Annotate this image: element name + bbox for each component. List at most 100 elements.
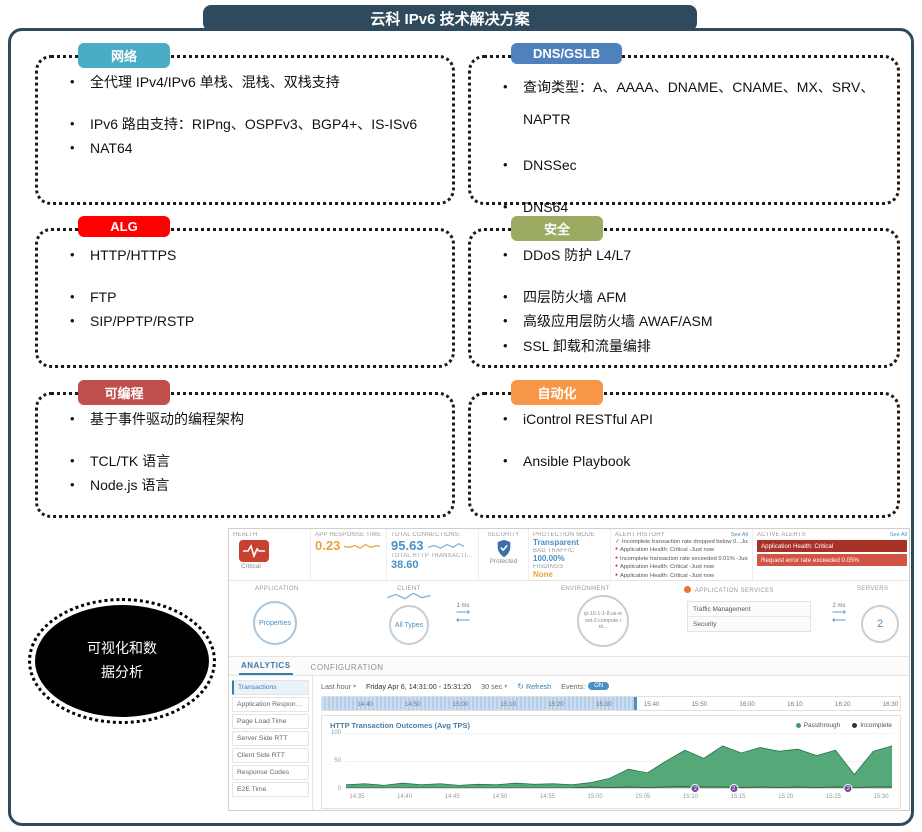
event-marker[interactable]: 2 (690, 784, 700, 793)
analytics-main: Last hour ▾ Friday Apr 6, 14:31:00 - 15:… (313, 676, 909, 810)
feature-item: 高级应用层防火墙 AWAF/ASM (503, 311, 883, 333)
slide-title: 云科 IPv6 技术解决方案 (370, 10, 530, 28)
timeline-tick: 15:40 (643, 700, 660, 708)
timeline-tick: 15:20 (548, 700, 564, 708)
response-time-sparkline (344, 543, 381, 549)
x-tick-label: 15:05 (635, 794, 651, 800)
service-item-traffic-management[interactable]: Traffic Management (688, 602, 810, 617)
sidebar-item-e2e-time[interactable]: E2E Time (232, 782, 309, 797)
refresh-button[interactable]: ↻ Refresh (517, 682, 551, 691)
dashboard-tabs: ANALYTICS CONFIGURATION (229, 657, 909, 676)
legend-dot-icon (852, 722, 858, 728)
servers-node[interactable]: 2 (861, 605, 899, 643)
legend-label: Passthrough (803, 721, 841, 729)
protection-mode-value: Transparent (533, 538, 579, 547)
client-node[interactable]: All Types (389, 605, 429, 645)
timeline-tick: 14:50 (405, 700, 421, 708)
arrow-left-icon: ⟵ (455, 615, 471, 626)
feature-tab-network: 网络 (78, 43, 170, 68)
sidebar-item-transactions[interactable]: Transactions (232, 680, 309, 695)
events-label: Events: (561, 681, 586, 691)
events-control: Events: ON (561, 681, 610, 691)
feature-tab-security: 安全 (511, 216, 603, 241)
servers-node-label: 2 (876, 618, 884, 630)
timeline-tick: 15:00 (452, 700, 469, 708)
feature-box-automation: 自动化 iControl RESTful API Ansible Playboo… (468, 380, 900, 518)
timeline-selection[interactable] (322, 697, 635, 710)
analytics-dashboard: HEALTH Critical APP RESPONSE TIME 0.23 T… (228, 528, 910, 811)
security-status: Protected (489, 558, 518, 565)
tab-analytics[interactable]: ANALYTICS (239, 658, 293, 675)
active-alerts-see-all-link[interactable]: See All (889, 532, 907, 538)
feature-item: NAT64 (70, 138, 438, 160)
environment-node[interactable]: ip-10-1-1-8.us-west-2.compute.int... (577, 595, 629, 647)
feature-list: 全代理 IPv4/IPv6 单栈、混栈、双栈支持 IPv6 路由支持：RIPng… (38, 72, 452, 160)
interval-select[interactable]: 30 sec ▾ (481, 682, 507, 691)
alert-dot-icon: ● (615, 571, 619, 578)
feature-item: Ansible Playbook (503, 451, 883, 473)
timeline-tick: 16:10 (787, 700, 803, 708)
x-tick-label: 15:15 (730, 794, 746, 800)
client-environment-link: 1 ms ⟶ ⟵ (435, 603, 491, 626)
alert-history-text: Incomplete transaction rate dropped belo… (621, 539, 748, 545)
dashboard-summary-bar: HEALTH Critical APP RESPONSE TIME 0.23 T… (229, 529, 909, 581)
environment-header: ENVIRONMENT (561, 586, 610, 592)
timeline-tick: 15:50 (691, 700, 708, 708)
protection-section: PROTECTION MODE Transparent BAD TRAFFIC … (529, 529, 611, 580)
chart-panel: HTTP Transaction Outcomes (Avg TPS) Pass… (321, 715, 901, 809)
range-select[interactable]: Last hour ▾ (321, 682, 356, 691)
feature-tab-automation: 自动化 (511, 380, 603, 405)
feature-item: 四层防火墙 AFM (503, 287, 883, 309)
timeline-tick: 15:30 (596, 700, 612, 708)
alert-history-item: ✓Incomplete transaction rate dropped bel… (615, 538, 748, 546)
app-response-time-section: APP RESPONSE TIME 0.23 (311, 529, 387, 580)
server-latency-label: 2 ms (832, 603, 846, 609)
sidebar-item-client-side-rtt[interactable]: Client Side RTT (232, 748, 309, 763)
application-node-label: Properties (259, 619, 291, 627)
health-pulse-icon (239, 540, 269, 562)
sidebar-item-response-codes[interactable]: Response Codes (232, 765, 309, 780)
feature-box-programmable: 可编程 基于事件驱动的编程架构 TCL/TK 语言 Node.js 语言 (35, 380, 455, 518)
alert-history-see-all-link[interactable]: See All (730, 532, 748, 538)
service-item-security[interactable]: Security (688, 617, 810, 631)
y-tick-label: 50 (334, 758, 341, 764)
feature-list: HTTP/HTTPS FTP SIP/PPTP/RSTP (38, 245, 452, 333)
event-marker[interactable]: 2 (843, 784, 853, 793)
feature-tab-alg: ALG (78, 216, 170, 237)
shield-icon (497, 539, 510, 558)
interval-select-value: 30 sec (481, 681, 503, 691)
client-node-label: All Types (394, 621, 424, 629)
active-alert-banner: Request error rate exceeded 0.05% (757, 554, 907, 566)
check-icon: ✓ (615, 539, 620, 545)
tab-configuration[interactable]: CONFIGURATION (310, 663, 384, 672)
x-tick-label: 15:25 (825, 794, 841, 800)
sidebar-item-application-response-time[interactable]: Application Response Time (232, 697, 309, 712)
ellipse-text-line1: 可视化和数 (87, 640, 157, 657)
alert-history-text: Application Health: Critical -Just now (620, 564, 715, 571)
x-tick-label: 14:45 (444, 794, 460, 800)
alert-history-item: ●Incomplete transaction rate exceeded 0.… (615, 555, 748, 563)
sidebar-item-server-side-rtt[interactable]: Server Side RTT (232, 731, 309, 746)
app-response-time-value: 0.23 (315, 538, 341, 553)
feature-box-network: 网络 全代理 IPv4/IPv6 单栈、混栈、双栈支持 IPv6 路由支持：RI… (35, 43, 455, 205)
feature-item: HTTP/HTTPS (70, 245, 438, 267)
chart-legend: Passthrough Incomplete (795, 721, 892, 729)
range-select-value: Last hour (321, 681, 351, 691)
legend-label: Incomplete (860, 721, 892, 729)
alert-history-text: Application Health: Critical -Just now (620, 572, 715, 579)
events-toggle[interactable]: ON (588, 682, 610, 690)
client-header: CLIENT (397, 586, 421, 592)
feature-item: IPv6 路由支持：RIPng、OSPFv3、BGP4+、IS-ISv6 (70, 114, 438, 136)
alert-history-text: Incomplete transaction rate exceeded 0.0… (620, 555, 748, 562)
application-node[interactable]: Properties (253, 601, 297, 645)
health-section: HEALTH Critical (229, 529, 311, 580)
toolbar: Last hour ▾ Friday Apr 6, 14:31:00 - 15:… (321, 679, 901, 693)
event-marker[interactable]: 2 (729, 784, 739, 793)
sidebar-item-page-load-time[interactable]: Page Load Time (232, 714, 309, 729)
timeline-range-handle[interactable] (634, 697, 638, 710)
